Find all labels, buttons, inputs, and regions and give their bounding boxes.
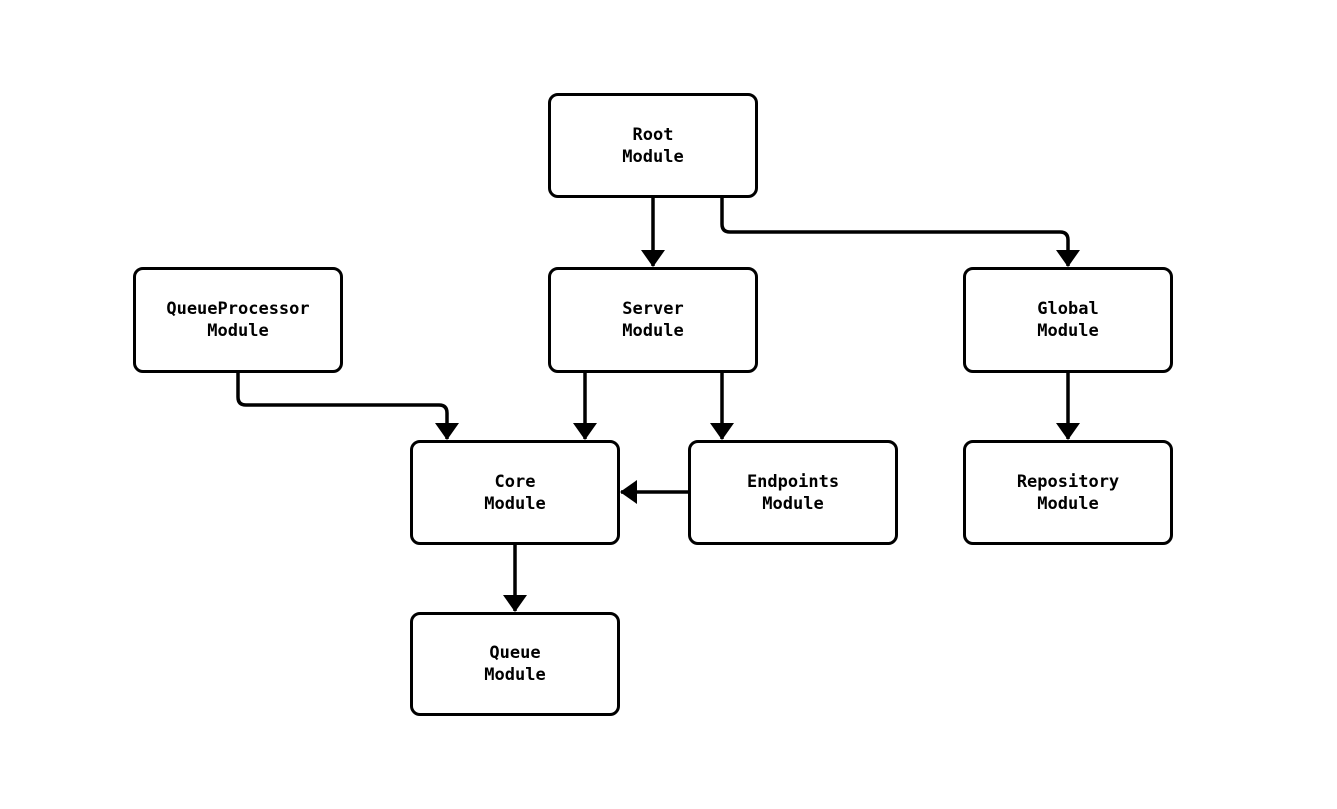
node-global-module: Global Module xyxy=(963,267,1173,373)
node-server-module: Server Module xyxy=(548,267,758,373)
node-queue-module: Queue Module xyxy=(410,612,620,716)
node-global-module-label: Global Module xyxy=(1037,299,1099,341)
node-repository-module-label: Repository Module xyxy=(1016,471,1120,514)
node-root-module-label: Root Module xyxy=(622,124,684,167)
node-root-module: Root Module xyxy=(548,93,758,198)
node-queueprocessor-module: QueueProcessor Module xyxy=(133,267,343,373)
node-core-module-label: Core Module xyxy=(484,471,546,514)
node-repository-module: Repository Module xyxy=(963,440,1173,545)
node-endpoints-module-label: Endpoints Module xyxy=(746,471,840,514)
node-endpoints-module: Endpoints Module xyxy=(688,440,898,545)
node-queueprocessor-module-label: QueueProcessor Module xyxy=(166,299,310,341)
node-core-module: Core Module xyxy=(410,440,620,545)
node-server-module-label: Server Module xyxy=(622,299,684,341)
edge-queueprocessor-to-core xyxy=(236,373,459,440)
node-queue-module-label: Queue Module xyxy=(484,643,546,685)
edge-root-to-global xyxy=(720,198,1080,267)
